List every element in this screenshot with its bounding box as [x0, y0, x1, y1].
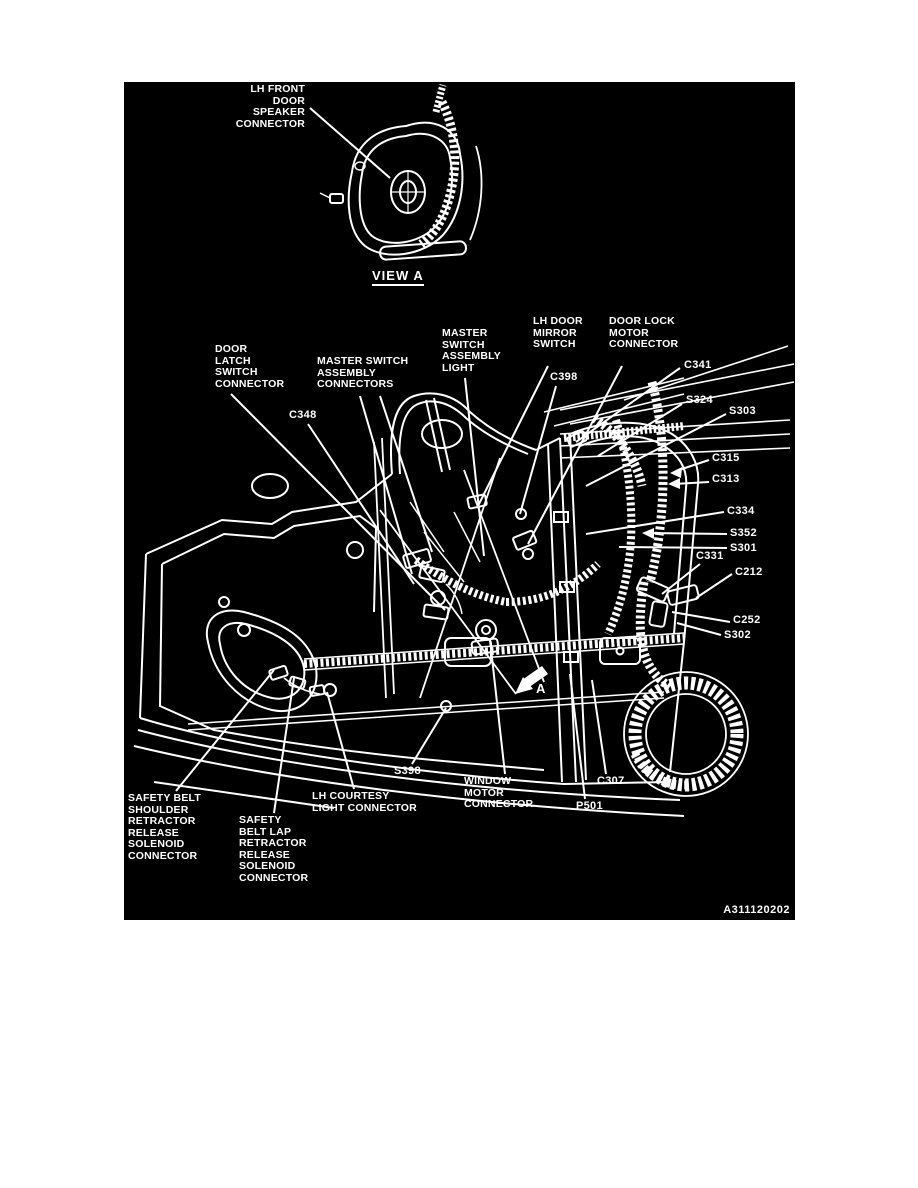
door-wiring-diagram-figure: LH FRONT DOOR SPEAKER CONNECTOR VIEW A D… — [124, 82, 795, 920]
code-c341: C341 — [684, 359, 712, 371]
code-c315: C315 — [712, 452, 740, 464]
view-a-arrow-icon — [515, 666, 548, 694]
code-c252: C252 — [733, 614, 761, 626]
code-c212: C212 — [735, 566, 763, 578]
code-s352: S352 — [730, 527, 757, 539]
arrowheads — [515, 467, 682, 694]
label-safety-belt-lap-retractor: SAFETY BELT LAP RETRACTOR RELEASE SOLENO… — [239, 814, 309, 884]
label-window-motor-connector: WINDOW MOTOR CONNECTOR — [464, 775, 534, 810]
label-door-lock-motor-connector: DOOR LOCK MOTOR CONNECTOR — [609, 315, 679, 350]
label-lh-door-mirror-switch: LH DOOR MIRROR SWITCH — [533, 315, 583, 350]
speaker-inset-drawing — [319, 84, 483, 261]
label-lh-courtesy-light-connector: LH COURTESY LIGHT CONNECTOR — [312, 790, 417, 814]
view-a-caption: VIEW A — [372, 268, 424, 286]
code-c398: C398 — [550, 371, 578, 383]
code-c334: C334 — [727, 505, 755, 517]
code-c313: C313 — [712, 473, 740, 485]
code-c331: C331 — [696, 550, 724, 562]
code-s324: S324 — [686, 394, 713, 406]
leader-lines — [175, 107, 733, 814]
code-s301: S301 — [730, 542, 757, 554]
code-s303: S303 — [729, 405, 756, 417]
drawing-number: A311120202 — [723, 904, 790, 916]
code-s398: S398 — [394, 765, 421, 777]
door-line-art — [133, 345, 795, 817]
view-a-marker: A — [536, 681, 546, 696]
diagram-line-art — [133, 84, 795, 817]
label-lh-front-door-speaker-connector: LH FRONT DOOR SPEAKER CONNECTOR — [235, 83, 305, 130]
code-c348: C348 — [289, 409, 317, 421]
code-p501: P501 — [576, 800, 603, 812]
label-master-switch-assembly-connectors: MASTER SWITCH ASSEMBLY CONNECTORS — [317, 355, 409, 390]
code-s302: S302 — [724, 629, 751, 641]
label-safety-belt-shoulder-retractor: SAFETY BELT SHOULDER RETRACTOR RELEASE S… — [128, 792, 201, 862]
label-door-latch-switch-connector: DOOR LATCH SWITCH CONNECTOR — [215, 343, 285, 390]
code-c307: C307 — [597, 775, 625, 787]
label-master-switch-assembly-light: MASTER SWITCH ASSEMBLY LIGHT — [442, 327, 501, 374]
